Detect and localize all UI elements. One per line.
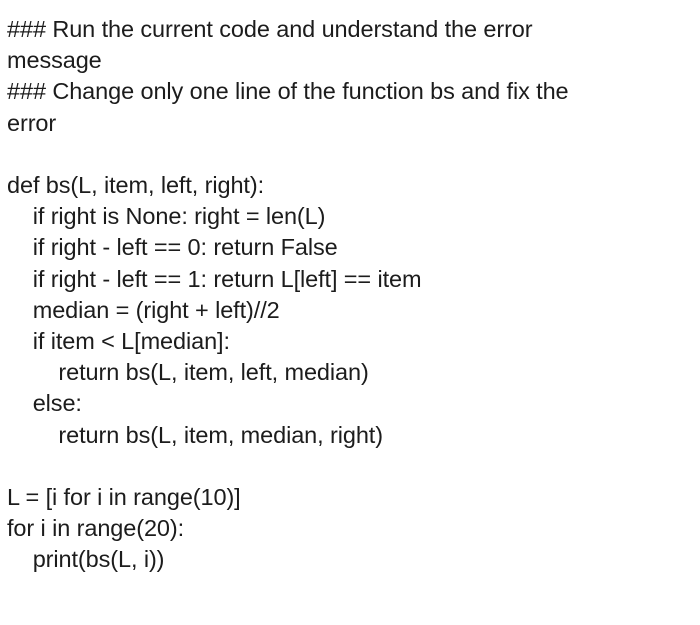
code-line: def bs(L, item, left, right): bbox=[7, 172, 265, 199]
code-line: if right - left == 0: return False bbox=[7, 234, 338, 261]
blank-line bbox=[7, 139, 692, 170]
code-line: return bs(L, item, left, median) bbox=[7, 359, 369, 386]
blank-line bbox=[7, 451, 692, 482]
code-line: else: bbox=[7, 390, 82, 417]
code-line: L = [i for i in range(10)] bbox=[7, 484, 241, 511]
instructions-block: ### Run the current code and understand … bbox=[7, 14, 692, 139]
code-line: median = (right + left)//2 bbox=[7, 296, 280, 323]
code-line: for i in range(20): bbox=[7, 515, 185, 542]
instruction-line: ### Change only one line of the function… bbox=[7, 78, 569, 105]
driver-code-block: L = [i for i in range(10)] for i in rang… bbox=[7, 482, 692, 576]
instruction-line: error bbox=[7, 109, 57, 136]
function-definition-block: def bs(L, item, left, right): if right i… bbox=[7, 170, 692, 451]
code-line: print(bs(L, i)) bbox=[7, 546, 165, 573]
code-line: if right - left == 1: return L[left] == … bbox=[7, 265, 422, 292]
instruction-line: ### Run the current code and understand … bbox=[7, 16, 533, 42]
instruction-line: message bbox=[7, 47, 102, 74]
code-line: return bs(L, item, median, right) bbox=[7, 421, 383, 448]
code-line: if item < L[median]: bbox=[7, 328, 230, 355]
code-line: if right is None: right = len(L) bbox=[7, 203, 326, 230]
